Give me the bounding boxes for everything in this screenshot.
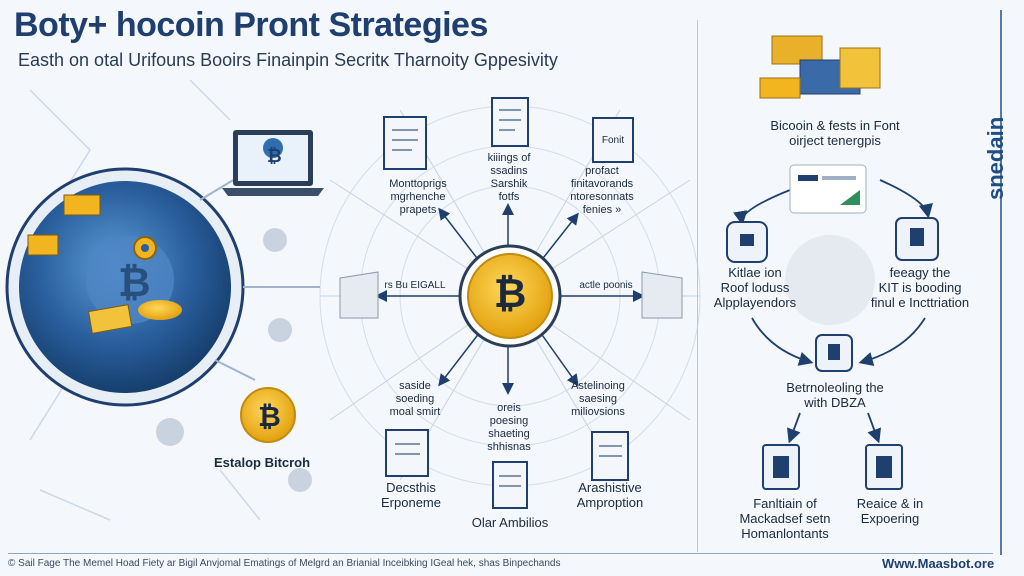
- faint-bitcoin-bg: [785, 235, 875, 325]
- node-bottom-center: oreis poesing shaeting shhisnas: [487, 402, 531, 453]
- bitcoin-coin-icon: ₿: [240, 387, 296, 443]
- arrow-left-label: rs Bu EIGALL: [384, 280, 446, 291]
- page-subtitle: Easth on otal Urifouns Booirs Finainpin …: [18, 50, 558, 70]
- money-stack-icon: [27, 194, 182, 334]
- shield-glyphs: [740, 228, 924, 478]
- node-top-left: Monttoprigs mgrhenche prapets: [389, 178, 447, 216]
- center-card: [789, 164, 867, 214]
- node-bottom-right: Astelinoing saesing miliovsions: [571, 380, 625, 418]
- laptop-icon: ₿: [222, 130, 324, 196]
- node-foot-right: Arashistive Amproption: [576, 480, 644, 510]
- arrow-right-label: actle poonis: [579, 280, 633, 291]
- node-top-center: kiiings of ssadins Sarshik fotfs: [487, 152, 531, 203]
- money-stack-icon-right: [759, 35, 881, 99]
- globe-satellites: [156, 228, 312, 492]
- cycle-arrows: [733, 179, 933, 444]
- svg-text:₿: ₿: [258, 400, 281, 433]
- hub-arrows: [375, 203, 645, 395]
- footer-site-link[interactable]: Www.Maasbot.ore: [882, 556, 995, 571]
- document-lines: [392, 109, 622, 487]
- node-foot-center: Olar Ambilios: [471, 515, 549, 530]
- svg-text:₿: ₿: [118, 260, 151, 306]
- right-bottom-node: Betrnoleoling the with DBZA: [786, 380, 884, 410]
- right-foot-right: Reaice & in Expoering: [856, 496, 924, 526]
- left-globe: ₿: [5, 167, 245, 407]
- vertical-label: snedain: [983, 116, 1008, 200]
- footer-rule: [8, 553, 993, 554]
- panel-divider: [697, 20, 698, 552]
- footer-text: © Sail Fage The Memel Hoad Fiety ar Bigi…: [8, 558, 561, 569]
- node-top-right-card: Fonit: [601, 135, 625, 146]
- hub-bitcoin-icon: [458, 244, 562, 348]
- page-title: Boty+ hocoin Pront Strategies: [14, 6, 488, 44]
- side-envelopes: [339, 271, 683, 319]
- right-right-node: feeagy the KIT is booding finul e Incttr…: [870, 265, 970, 310]
- hub-symbol: ₿: [493, 271, 527, 317]
- gear-icon: [133, 236, 157, 260]
- svg-text:₿: ₿: [267, 146, 282, 167]
- node-top-right: profact finitavorands ntoresonnats fenie…: [570, 165, 634, 216]
- right-left-node: Kitlae ion Roof loduss Alpplayendors: [713, 265, 797, 310]
- left-badge-label: Estalop Bitcroh: [214, 455, 311, 470]
- node-bottom-left: saside soeding moal smirt: [389, 380, 441, 418]
- right-heading: Bicooin & fests in Font oirject tenergpi…: [770, 118, 900, 148]
- right-edge-rule: [1000, 10, 1002, 555]
- node-foot-left: Decsthis Erponeme: [381, 480, 441, 510]
- right-foot-left: Fanltiain of Mackadsef setn Homanlontant…: [739, 496, 831, 541]
